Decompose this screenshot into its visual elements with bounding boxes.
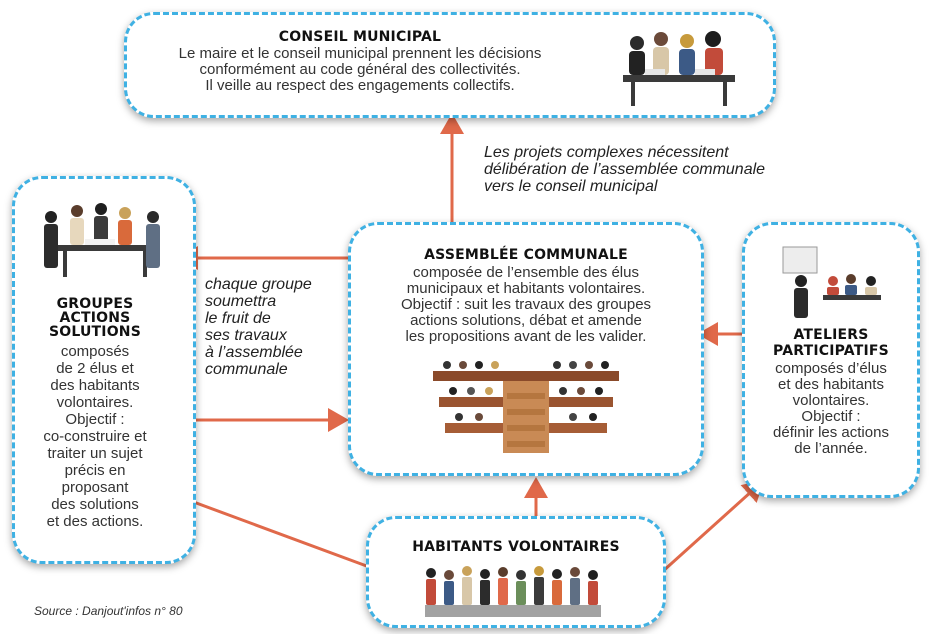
assemblee-title: ASSEMBLÉE COMMUNALE (424, 247, 628, 263)
assemblee-communale-box: ASSEMBLÉE COMMUNALE composée de l’ensemb… (348, 222, 704, 476)
workshop-illustration (782, 246, 881, 318)
assembly-chamber-illustration (433, 361, 619, 453)
residents-crowd-illustration (425, 566, 601, 617)
groupes-text: composés de 2 élus et des habitants volo… (43, 343, 147, 530)
groupes-title: GROUPES ACTIONS SOLUTIONS (48, 296, 142, 340)
habitants-volontaires-box: HABITANTS VOLONTAIRES (366, 516, 666, 628)
source-caption: Source : Danjout'infos n° 80 (34, 604, 183, 618)
conseil-text: Le maire et le conseil municipal prennen… (178, 45, 542, 94)
assemblee-text: composée de l’ensemble des élus municipa… (400, 264, 652, 345)
conseil-municipal-box: CONSEIL MUNICIPAL Le maire et le conseil… (124, 12, 776, 118)
habitants-title: HABITANTS VOLONTAIRES (412, 539, 620, 555)
conseil-title: CONSEIL MUNICIPAL (278, 29, 442, 45)
note-chaque-groupe: chaque groupe soumettra le fruit de ses … (205, 276, 312, 378)
arrow-habitants-to-ateliers (660, 479, 765, 574)
ateliers-title: ATELIERS PARTICIPATIFS (773, 327, 889, 359)
arrow-habitants-to-groupes (169, 488, 373, 570)
meeting-illustration (623, 31, 735, 106)
group-work-illustration (44, 203, 160, 277)
ateliers-text: composés d’élus et des habitants volonta… (773, 360, 889, 457)
ateliers-participatifs-box: ATELIERS PARTICIPATIFS composés d’élus e… (742, 222, 920, 498)
note-projets-complexes: Les projets complexes nécessitent délibé… (484, 144, 766, 195)
groupes-actions-solutions-box: GROUPES ACTIONS SOLUTIONS composés de 2 … (12, 176, 196, 564)
